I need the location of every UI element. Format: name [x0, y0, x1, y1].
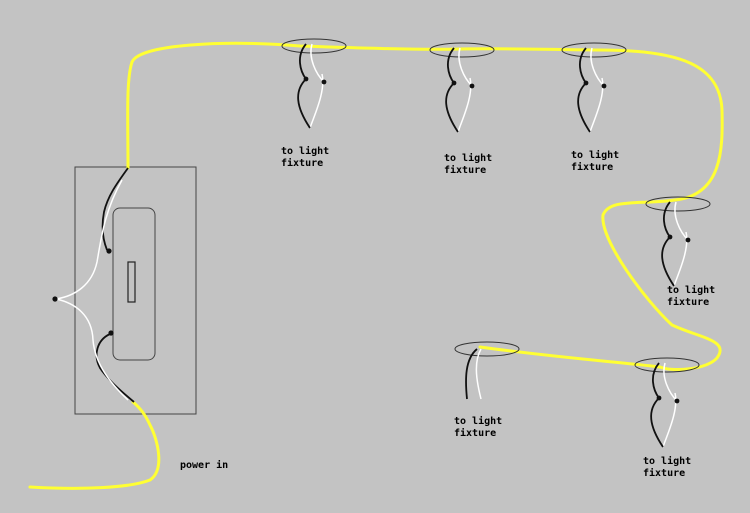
fixture-white-lead — [457, 77, 472, 133]
fixture-black-wire — [447, 47, 455, 84]
fixture-white-wire — [590, 47, 605, 87]
fixture-white-lead — [309, 73, 324, 129]
hot-wire-feed — [126, 41, 724, 372]
fixture-white-wire — [458, 47, 473, 87]
fixture-label-line1: to light — [454, 415, 502, 427]
fixture-splice-black — [303, 76, 309, 82]
fixture-white-wire — [663, 362, 678, 402]
fixture-label-line2: fixture — [281, 157, 323, 169]
fixture-box — [281, 38, 347, 54]
switch-terminal-bottom — [108, 330, 114, 336]
power-in-label: power in — [180, 459, 228, 471]
fixture-black-lead — [445, 82, 459, 133]
fixture-label-line1: to light — [281, 145, 329, 157]
fixture-label-line2: fixture — [444, 164, 486, 176]
fixture-black-lead — [650, 397, 664, 448]
fixture-splice-black — [583, 80, 589, 86]
fixture-splice-white — [674, 398, 680, 404]
fixture-splice-black — [656, 395, 662, 401]
fixture-label-line2: fixture — [454, 427, 496, 439]
fixture-black-wire — [299, 43, 307, 80]
fixture-splice-black — [451, 80, 457, 86]
switch-plate — [112, 207, 156, 361]
fixture-box — [429, 42, 495, 58]
fixture-label-line2: fixture — [571, 161, 613, 173]
switch-toggle — [127, 261, 136, 303]
switch-terminal-top — [106, 248, 112, 254]
fixture-splice-white — [601, 83, 607, 89]
fixture-black-wire — [579, 47, 587, 84]
fixture-splice-white — [469, 83, 475, 89]
neutral-wire-bottom — [55, 298, 129, 401]
fixture-label-line1: to light — [667, 284, 715, 296]
fixture-white-wire — [475, 348, 482, 400]
switch-box-outline — [74, 166, 197, 415]
fixture-black-wire — [652, 362, 660, 399]
fixture-label-line2: fixture — [643, 467, 685, 479]
fixture-label-line1: to light — [643, 455, 691, 467]
fixture-white-wire — [674, 201, 689, 241]
fixture-black-lead — [297, 78, 311, 129]
fixture-box — [634, 357, 700, 373]
fixture-white-lead — [589, 77, 604, 133]
hot-wire-power-in — [28, 400, 161, 490]
black-wire-top — [101, 167, 129, 251]
fixture-splice-white — [685, 237, 691, 243]
neutral-wire-top — [55, 179, 123, 300]
fixture-splice-black — [667, 234, 673, 240]
fixture-white-wire — [310, 43, 325, 83]
fixture-black-lead — [577, 82, 591, 133]
switch-box — [74, 166, 197, 415]
fixture-label-line1: to light — [571, 149, 619, 161]
fixture-box — [645, 196, 711, 212]
fixture-splice-white — [321, 79, 327, 85]
black-wire-bottom — [95, 333, 135, 403]
fixture-label-line2: fixture — [667, 296, 709, 308]
fixture-label-line1: to light — [444, 152, 492, 164]
fixture-black-wire — [663, 201, 671, 238]
fixture-box — [561, 42, 627, 58]
fixture-white-lead — [673, 231, 688, 287]
fixture-box — [454, 341, 520, 357]
fixture-black-wire — [465, 348, 478, 400]
neutral-splice — [52, 296, 58, 302]
fixture-black-lead — [661, 236, 675, 287]
fixture-white-lead — [662, 392, 677, 448]
